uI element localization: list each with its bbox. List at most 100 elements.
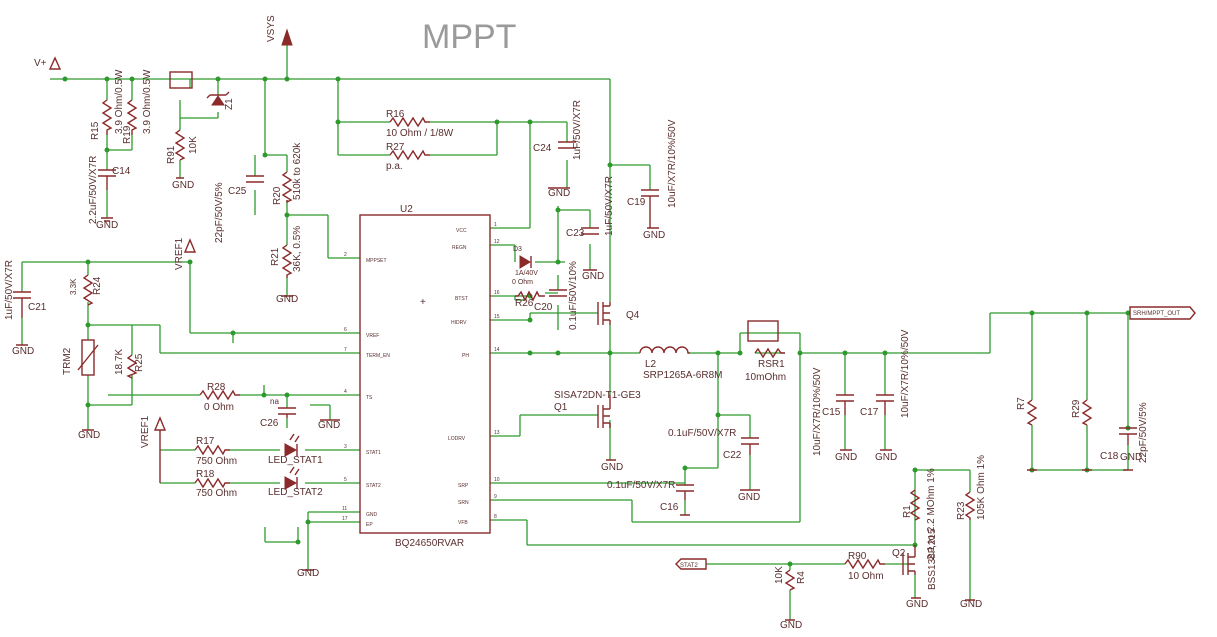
svg-text:0 Ohm: 0 Ohm — [204, 402, 234, 413]
svg-text:C20: C20 — [534, 302, 553, 313]
svg-text:6: 6 — [344, 327, 347, 333]
svg-text:R17: R17 — [196, 436, 215, 447]
svg-text:105K Ohm 1%: 105K Ohm 1% — [976, 455, 987, 520]
svg-text:R28: R28 — [207, 382, 226, 393]
svg-text:10 Ohm / 1/8W: 10 Ohm / 1/8W — [386, 128, 454, 139]
svg-text:2.1 to 2.2 MOhm 1%: 2.1 to 2.2 MOhm 1% — [926, 468, 937, 560]
svg-text:EP: EP — [366, 522, 373, 528]
svg-text:C22: C22 — [723, 450, 742, 461]
svg-text:12: 12 — [494, 239, 500, 245]
svg-text:15: 15 — [494, 314, 500, 320]
svg-text:BSS138P,215: BSS138P,215 — [927, 528, 938, 590]
capacitors: C14 2.2uF/50V/X7R C25 22pF/50V/5% C24 1u… — [4, 100, 1149, 513]
svg-text:GND: GND — [960, 599, 982, 610]
svg-text:10uF/X7R/10%/50V: 10uF/X7R/10%/50V — [812, 367, 823, 456]
svg-text:Q4: Q4 — [626, 310, 640, 321]
svg-text:GND: GND — [318, 420, 340, 431]
vref1-supply-b: VREF1 — [140, 415, 167, 483]
svg-text:GND: GND — [875, 452, 897, 463]
svg-text:HIDRV: HIDRV — [451, 320, 467, 326]
svg-text:22pF/50V/5%: 22pF/50V/5% — [214, 182, 225, 243]
svg-text:3.3K: 3.3K — [69, 278, 78, 295]
svg-text:C14: C14 — [112, 166, 131, 177]
gnd-symbols: GND GND GND GND GND GND GND GND GND GND … — [12, 177, 1142, 631]
svg-text:9: 9 — [494, 494, 497, 500]
svg-text:GND: GND — [96, 220, 118, 231]
svg-text:R26: R26 — [515, 298, 534, 309]
resistors: R15 3.9 Ohm/0.5W R19 3.9 Ohm/0.5W R91 10… — [69, 69, 1093, 591]
ic-ref: U2 — [400, 204, 413, 215]
svg-text:C21: C21 — [28, 302, 47, 313]
v-plus-supply: V+ — [34, 56, 62, 70]
svg-text:MPPSET: MPPSET — [366, 258, 387, 264]
svg-text:R29: R29 — [1071, 399, 1082, 418]
svg-text:36K, 0.5%: 36K, 0.5% — [292, 226, 303, 272]
svg-text:R25: R25 — [134, 353, 145, 372]
svg-text:1: 1 — [494, 222, 497, 228]
svg-text:10K: 10K — [774, 566, 785, 584]
inductor-l2: L2 SRP1265A-6R8M — [639, 346, 722, 381]
mosfets: Q4 Q1 SISA72DN-T1-GE3 Q2 BSS138P,215 — [169, 71, 938, 590]
svg-text:4: 4 — [344, 389, 347, 395]
ic-part: BQ24650RVAR — [395, 538, 464, 549]
svg-text:SRP: SRP — [458, 483, 469, 489]
net-label-srh-mppt-out: SRH/MPPT_OUT — [1129, 306, 1196, 320]
vsys-supply: VSYS — [266, 15, 293, 46]
svg-text:10uF/X7R/10%/50V: 10uF/X7R/10%/50V — [900, 329, 911, 418]
svg-text:TRM2: TRM2 — [62, 347, 73, 375]
svg-text:TS: TS — [366, 395, 373, 401]
net-label-stat2: STAT2 — [675, 558, 707, 570]
svg-text:1A/40V: 1A/40V — [515, 270, 538, 277]
sense-resistor-box — [747, 320, 779, 342]
svg-text:C25: C25 — [228, 186, 247, 197]
svg-text:R24: R24 — [92, 276, 103, 295]
svg-text:8: 8 — [494, 514, 497, 520]
svg-text:R4: R4 — [796, 571, 807, 584]
svg-text:GND: GND — [548, 188, 570, 199]
svg-text:R1: R1 — [902, 505, 913, 518]
svg-text:C23: C23 — [566, 228, 585, 239]
svg-text:Q2: Q2 — [892, 548, 906, 559]
svg-text:GND: GND — [738, 492, 760, 503]
svg-text:1uF/50V/X7R: 1uF/50V/X7R — [572, 100, 583, 160]
svg-text:GND: GND — [172, 180, 194, 191]
svg-text:17: 17 — [342, 516, 348, 522]
svg-text:C19: C19 — [627, 197, 646, 208]
svg-text:GND: GND — [906, 599, 928, 610]
svg-text:22pF/50V/5%: 22pF/50V/5% — [1138, 402, 1149, 463]
svg-text:VREF1: VREF1 — [140, 415, 151, 448]
svg-text:LODRV: LODRV — [448, 436, 466, 442]
svg-text:GND: GND — [297, 568, 319, 579]
svg-text:GND: GND — [78, 430, 100, 441]
wire-network — [21, 45, 1130, 620]
vref1-supply-a: VREF1 — [174, 237, 197, 270]
svg-text:GND: GND — [366, 512, 378, 518]
svg-text:GND: GND — [12, 346, 34, 357]
svg-text:R20: R20 — [272, 186, 283, 205]
svg-text:10uF/X7R/10%/50V: 10uF/X7R/10%/50V — [667, 119, 678, 208]
svg-text:R19: R19 — [122, 125, 133, 144]
svg-text:C15: C15 — [822, 407, 841, 418]
svg-text:GND: GND — [582, 271, 604, 282]
svg-text:2: 2 — [344, 252, 347, 258]
svg-text:2.2uF/50V/X7R: 2.2uF/50V/X7R — [88, 156, 99, 224]
svg-text:0.1uF/50V/10%: 0.1uF/50V/10% — [568, 261, 579, 330]
svg-text:L2: L2 — [645, 359, 657, 370]
svg-text:REGN: REGN — [452, 245, 467, 251]
svg-text:VREF1: VREF1 — [174, 237, 185, 270]
svg-text:VREF: VREF — [366, 333, 379, 339]
svg-text:C26: C26 — [260, 418, 279, 429]
svg-text:3.9 Ohm/0.5W: 3.9 Ohm/0.5W — [142, 69, 153, 134]
svg-text:3: 3 — [344, 444, 347, 450]
svg-text:GND: GND — [643, 230, 665, 241]
svg-text:STAT2: STAT2 — [366, 483, 381, 489]
svg-text:RSR1: RSR1 — [758, 359, 785, 370]
svg-text:p.a.: p.a. — [386, 161, 403, 172]
svg-text:0.1uF/50V/X7R: 0.1uF/50V/X7R — [668, 428, 736, 439]
svg-text:750 Ohm: 750 Ohm — [196, 456, 237, 467]
svg-text:18.7K: 18.7K — [114, 349, 125, 375]
thermistor-trm2: TRM2 — [62, 339, 99, 376]
